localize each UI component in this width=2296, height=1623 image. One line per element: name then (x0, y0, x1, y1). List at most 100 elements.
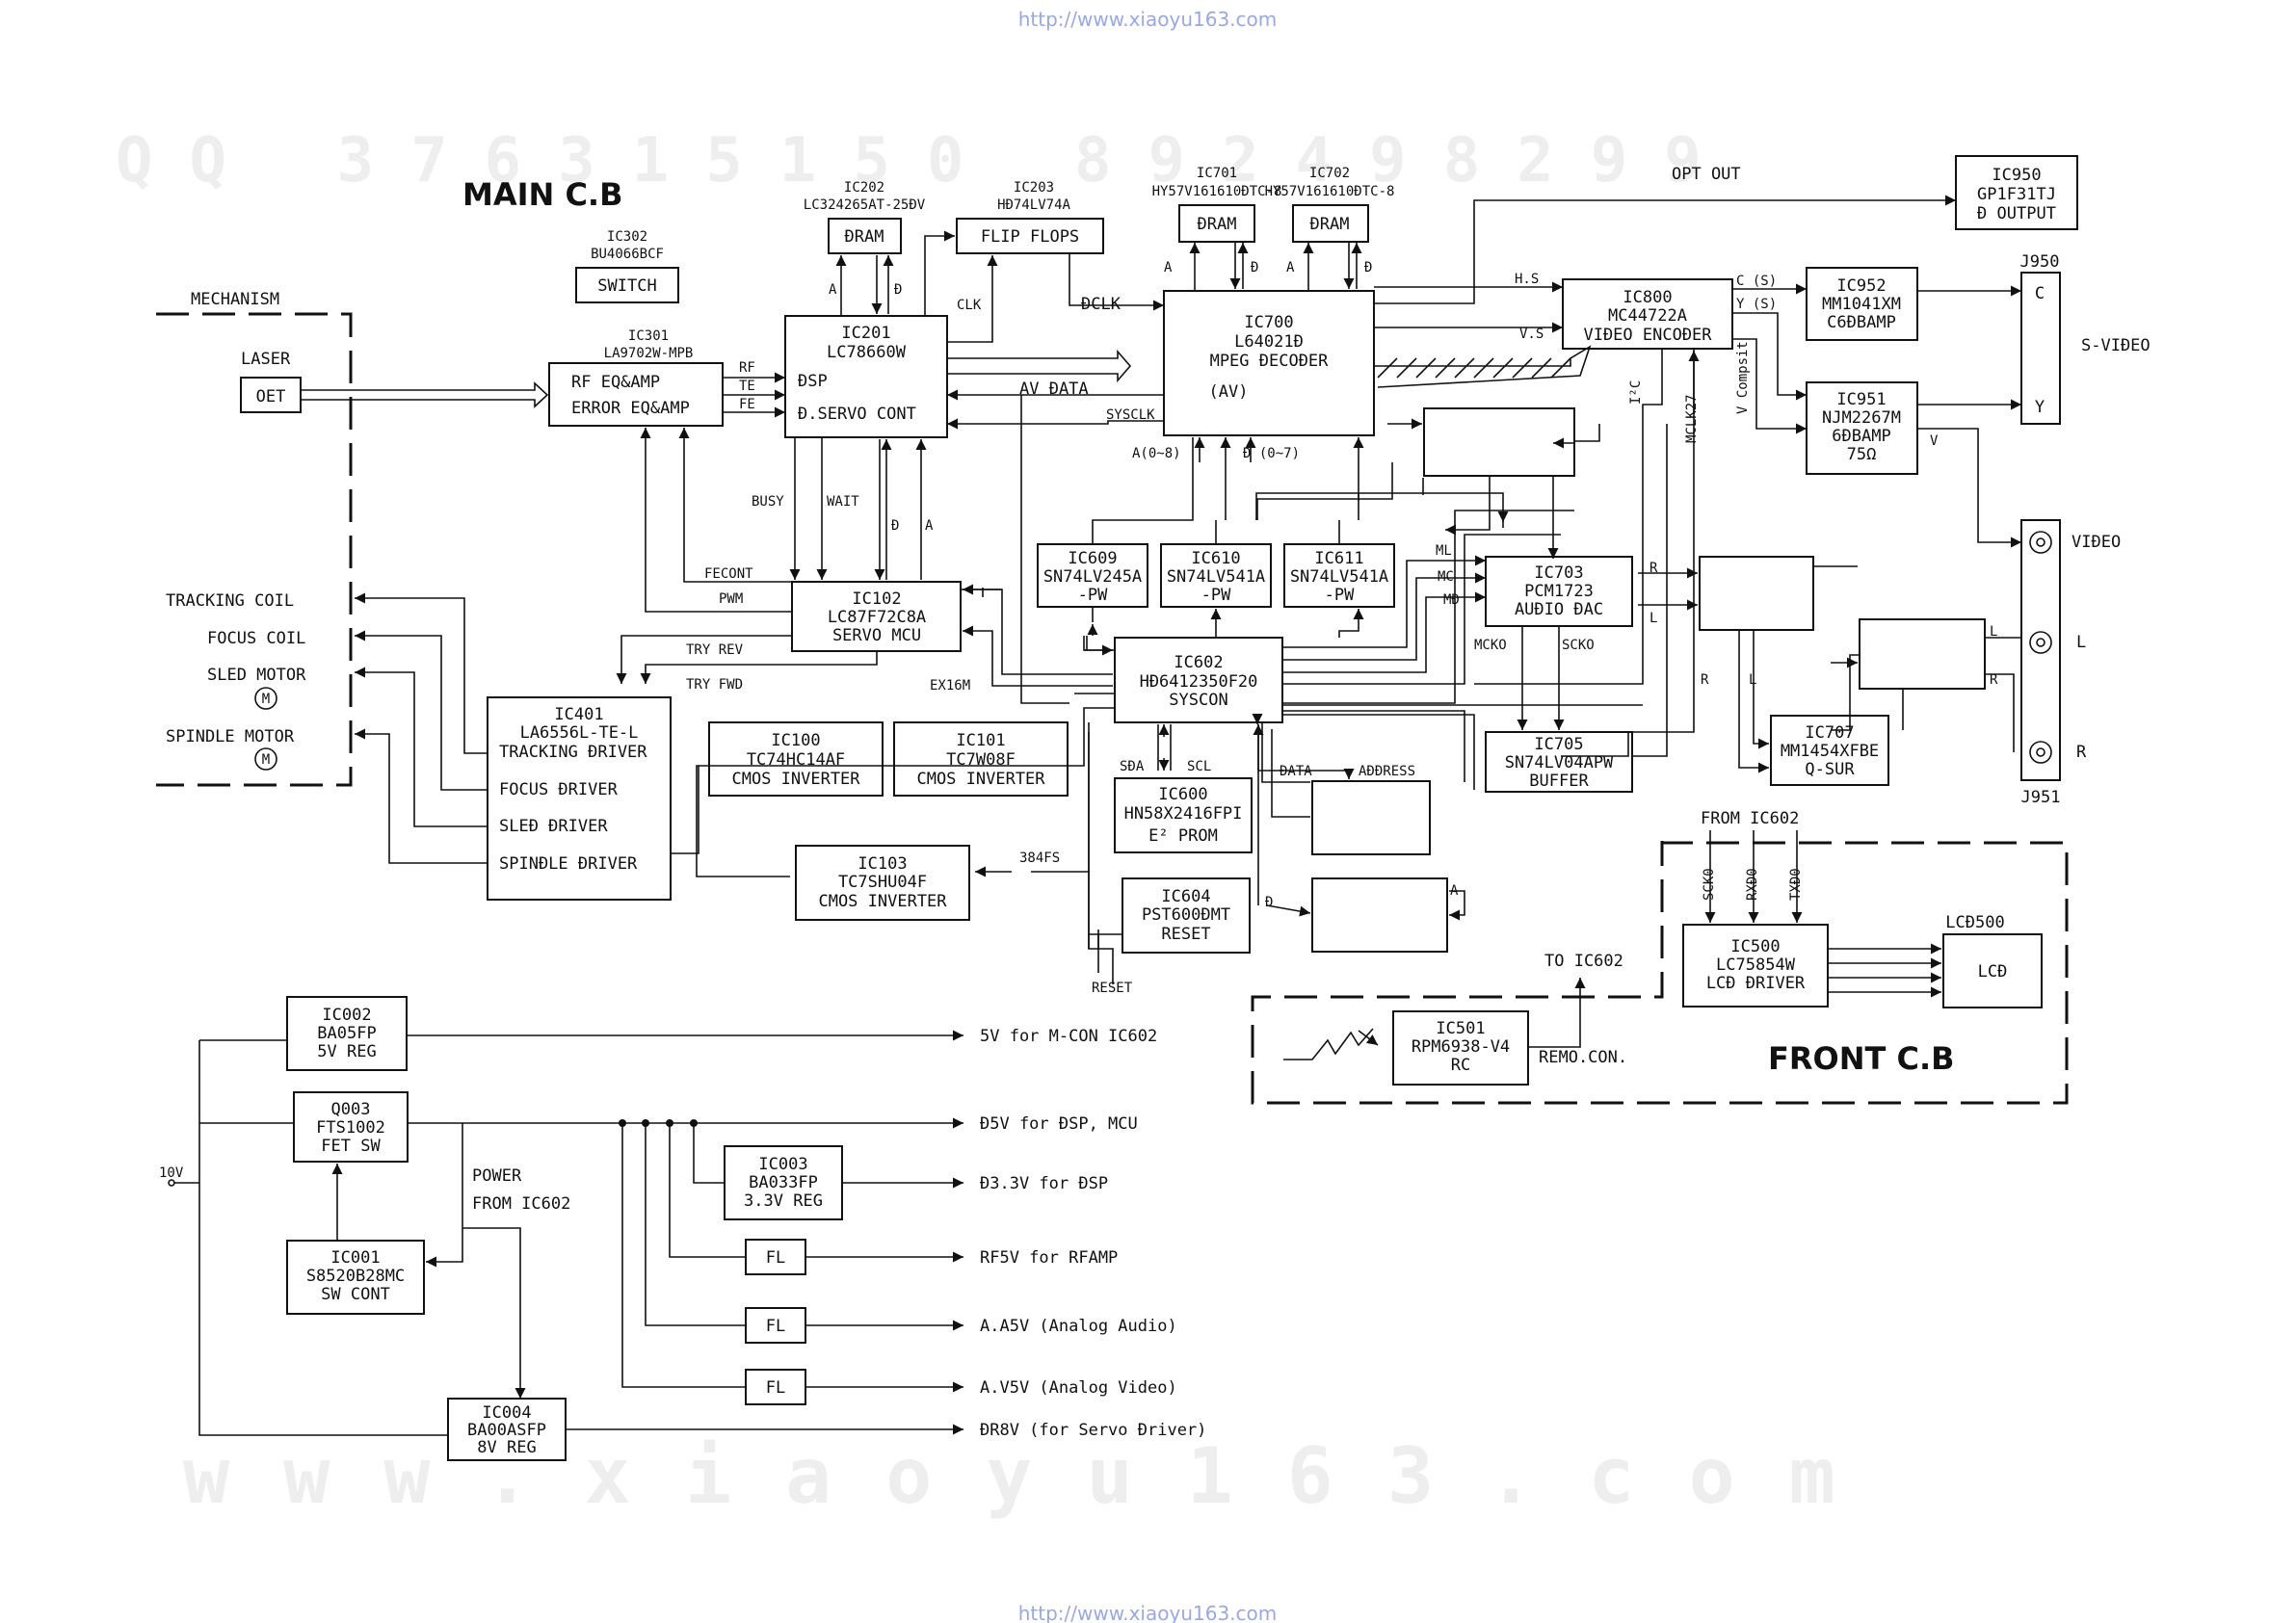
ic301: IC301 LA9702W-MPB RF EQ&AMP ERROR EQ&AMP (548, 328, 724, 427)
svg-text:LA6556L-TE-L: LA6556L-TE-L (520, 723, 639, 743)
svg-text:10V: 10V (159, 1165, 184, 1181)
j950-svideo-jack: J950 C Y S-VIÐEO (2020, 252, 2151, 425)
svg-text:ÐRAM: ÐRAM (845, 227, 884, 247)
svg-text:ÐSP: ÐSP (798, 372, 828, 391)
ic500: IC500 LC75854W LCÐ ÐRIVER (1682, 924, 1829, 1008)
svg-text:RESET: RESET (1092, 981, 1133, 996)
svg-text:V Compsit: V Compsit (1735, 341, 1751, 414)
svg-text:C: C (2035, 284, 2045, 303)
laser-signal-arrow (301, 381, 549, 408)
svg-text:RESET: RESET (1161, 925, 1210, 944)
svg-text:RC: RC (1451, 1056, 1470, 1075)
svg-text:S-VIÐEO: S-VIÐEO (2081, 336, 2151, 355)
svg-text:A: A (925, 518, 934, 534)
svg-text:HY57V161610ÐTC-8: HY57V161610ÐTC-8 (1152, 184, 1282, 199)
svg-text:EX16M: EX16M (930, 678, 970, 694)
svg-text:IC703: IC703 (1534, 563, 1583, 583)
svg-text:MM1041XM: MM1041XM (1822, 295, 1901, 314)
svg-text:LCÐ: LCÐ (1978, 962, 2008, 982)
svg-text:POWER: POWER (472, 1166, 522, 1186)
svg-text:L: L (1749, 672, 1756, 688)
svg-text:M: M (262, 752, 270, 768)
svg-text:FL: FL (766, 1317, 785, 1336)
svg-text:OPT OUT: OPT OUT (1672, 165, 1741, 184)
ic951: IC951 NJM2267M 6ÐBAMP 75Ω (1806, 381, 1918, 475)
svg-text:SYSCLK: SYSCLK (1106, 407, 1155, 423)
svg-text:FOCUS ÐRIVER: FOCUS ÐRIVER (499, 780, 619, 799)
svg-text:RF: RF (739, 360, 755, 376)
svg-text:IC610: IC610 (1191, 549, 1240, 568)
qq-watermark: QQ 376315150 892498299 (116, 125, 1738, 196)
focus-coil-label: FOCUS COIL (207, 629, 305, 648)
svg-text:SN74LV04APW: SN74LV04APW (1505, 753, 1614, 772)
svg-text:RPM6938-V4: RPM6938-V4 (1412, 1037, 1510, 1057)
ic702: IC702 HY57V161610ÐTC-8 ÐRAM (1265, 166, 1395, 243)
ic101: IC101 TC7W08F CMOS INVERTER (893, 721, 1069, 797)
svg-text:FTS1002: FTS1002 (316, 1118, 385, 1138)
ic001 (286, 1240, 425, 1315)
svg-text:V.S: V.S (1519, 327, 1544, 342)
svg-text:ÐR8V (for Servo Ðriver): ÐR8V (for Servo Ðriver) (980, 1421, 1206, 1440)
svg-text:SWITCH: SWITCH (597, 276, 656, 296)
svg-text:IC401: IC401 (554, 705, 603, 724)
svg-text:L: L (2076, 633, 2086, 652)
svg-text:J951: J951 (2021, 788, 2061, 807)
servo-links: BUSY WAIT Ð A FECONT PWM TRY REV TRY FWD… (616, 428, 1113, 694)
svg-text:A: A (829, 282, 837, 298)
svg-text:TC7W08F: TC7W08F (946, 750, 1016, 770)
svg-text:MC44722A: MC44722A (1608, 306, 1687, 326)
svg-text:IC001: IC001 (330, 1248, 380, 1268)
svg-text:HY57V161610ÐTC-8: HY57V161610ÐTC-8 (1265, 184, 1395, 199)
front-board-section: FROM IC602 SCK0 RXÐ0 TXÐ0 (1251, 809, 2069, 1105)
ic401: IC401 LA6556L-TE-L TRACKING ÐRIVER FOCUS… (487, 696, 672, 901)
ic002 (286, 996, 408, 1071)
svg-text:LC78660W: LC78660W (827, 343, 907, 362)
flipflop-links: CLK ÐCLK (924, 230, 1164, 343)
svg-text:TRY FWD: TRY FWD (686, 677, 743, 693)
svg-text:WAIT: WAIT (827, 494, 859, 510)
svg-text:CMOS INVERTER: CMOS INVERTER (916, 770, 1045, 789)
svg-text:C6ÐBAMP: C6ÐBAMP (1827, 313, 1896, 332)
ic800: IC800 MC44722A VIÐEO ENCOÐER (1562, 278, 1733, 350)
svg-text:LC75854W: LC75854W (1716, 955, 1796, 975)
remote-links: TO IC602 REMO.CON. (1283, 952, 1627, 1067)
svg-text:3.3V REG: 3.3V REG (744, 1191, 823, 1211)
svg-text:A: A (1450, 883, 1459, 899)
svg-text:IC707: IC707 (1805, 723, 1854, 743)
svg-text:FE: FE (739, 397, 755, 412)
svg-text:ÐCLK: ÐCLK (1081, 295, 1122, 314)
svg-text:FET SW: FET SW (321, 1137, 381, 1156)
bottom-url[interactable]: http://www.xiaoyu163.com (1018, 1602, 1278, 1623)
svg-text:R: R (2076, 743, 2087, 762)
svg-text:SLEÐ ÐRIVER: SLEÐ ÐRIVER (499, 817, 608, 836)
svg-text:TXÐ0: TXÐ0 (1788, 868, 1804, 901)
svg-text:6ÐBAMP: 6ÐBAMP (1832, 427, 1890, 446)
svg-text:-PW: -PW (1201, 586, 1231, 605)
unlabeled-block-5 (1311, 877, 1448, 953)
top-url[interactable]: http://www.xiaoyu163.com (1018, 8, 1278, 31)
q003 (293, 1091, 409, 1163)
svg-text:VIÐEO ENCOÐER: VIÐEO ENCOÐER (1583, 326, 1712, 345)
svg-text:IC302: IC302 (607, 229, 647, 245)
svg-text:A: A (1164, 260, 1173, 275)
svg-text:5V for M-CON IC602: 5V for M-CON IC602 (980, 1027, 1157, 1046)
svg-text:IC002: IC002 (322, 1006, 371, 1025)
svg-text:GP1F31TJ: GP1F31TJ (1977, 185, 2056, 204)
ic602: IC602 HÐ6412350F20 SYSCON (1114, 637, 1283, 723)
svg-text:75Ω: 75Ω (1847, 445, 1877, 464)
svg-text:5V REG: 5V REG (317, 1042, 376, 1061)
ic202: IC202 LC324265AT-25ÐV ÐRAM (804, 180, 926, 254)
spindle-motor-label: SPINDLE MOTOR (166, 727, 295, 746)
svg-text:Ð: Ð (1364, 260, 1372, 275)
svg-text:Ð3.3V for ÐSP: Ð3.3V for ÐSP (980, 1174, 1108, 1193)
svg-text:HÐ74LV74A: HÐ74LV74A (997, 197, 1070, 213)
rf-te-fe-signals: RF TE FE (723, 360, 785, 418)
unlabeled-block-1 (1423, 407, 1575, 477)
svg-text:-PW: -PW (1078, 586, 1108, 605)
svg-text:IC609: IC609 (1068, 549, 1117, 568)
svg-text:Y (S): Y (S) (1736, 297, 1777, 312)
svg-text:IC203: IC203 (1014, 180, 1054, 196)
svg-text:PWM: PWM (719, 591, 743, 607)
svg-text:TO IC602: TO IC602 (1544, 952, 1623, 971)
svg-text:IC604: IC604 (1161, 887, 1210, 906)
